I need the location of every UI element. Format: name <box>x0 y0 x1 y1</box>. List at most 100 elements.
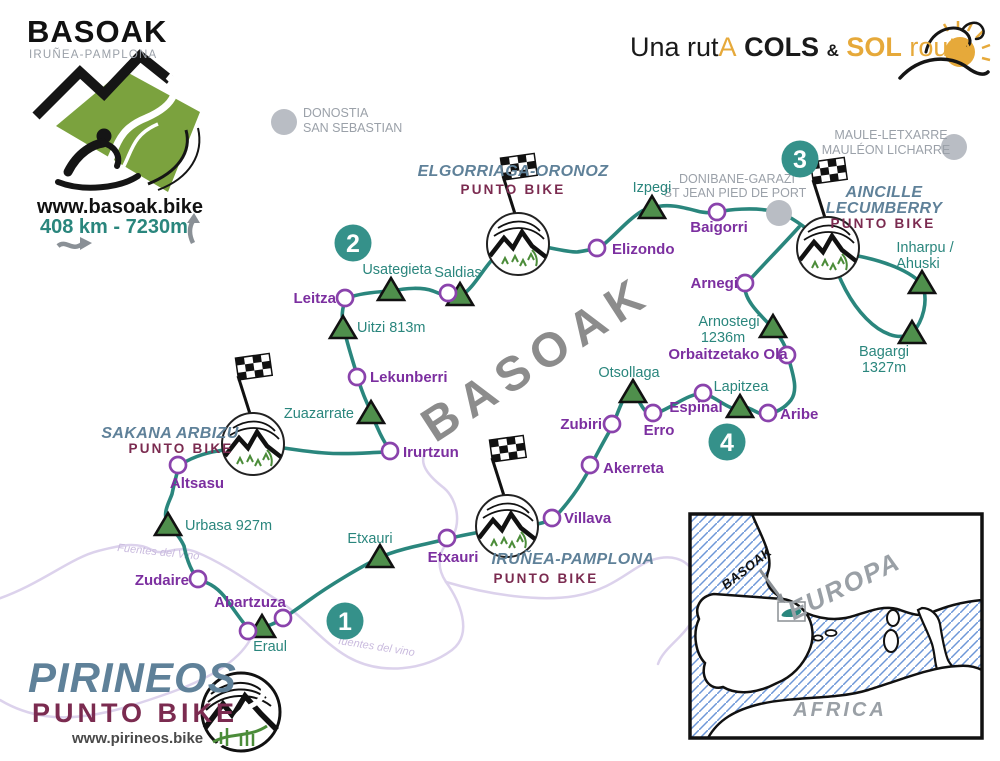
pirineos-logo-icon <box>200 671 282 753</box>
stats-arrows <box>56 213 200 250</box>
peak-label: Usategieta <box>362 262 432 278</box>
town-label: Altsasu <box>170 475 224 492</box>
peak-label: Ahuski <box>896 256 940 272</box>
peak-triangle-uitzi <box>328 314 358 340</box>
station-name-elgorriaga: ELGORRIAGA-ORONOZ <box>418 163 610 180</box>
flag-icon <box>487 433 528 501</box>
town-label: Erro <box>644 422 675 439</box>
town-circle-erro <box>643 403 663 423</box>
stats-arrow-up-head <box>187 213 200 223</box>
inset-island-corsica <box>886 609 900 627</box>
logo-road-line <box>83 73 179 195</box>
peak-label: Arnostegi <box>698 314 759 330</box>
tagline-a: A <box>718 32 737 62</box>
city-label: MAULÉON LICHARRE <box>822 142 951 157</box>
wine-route-south <box>0 634 254 719</box>
stage-3-number: 3 <box>793 146 807 174</box>
tagline-cols: COLS <box>736 32 827 62</box>
town-label: Akerreta <box>603 460 665 477</box>
town-label: Zudaire <box>135 572 189 589</box>
peak-label: 1236m <box>701 330 745 346</box>
pirineos-road-arc <box>210 682 262 695</box>
town-circle-irurtzun <box>380 441 400 461</box>
town-circle-leitza <box>335 288 355 308</box>
town-circle-etxauri <box>437 528 457 548</box>
stage-4-number: 4 <box>720 429 734 457</box>
city-label: SAN SEBASTIAN <box>303 121 402 135</box>
station-punto-label: PUNTO BIKE <box>128 441 233 456</box>
town-circle-aribe <box>758 403 778 423</box>
peak-label: Bagargi <box>859 344 909 360</box>
inset-basoak-frame <box>777 601 806 622</box>
inset-border <box>688 512 984 740</box>
peak-label: Etxauri <box>347 531 392 547</box>
station-name-irunea: IRUÑEA-PAMPLONA <box>491 548 654 568</box>
cyclist-head-loop <box>960 21 985 41</box>
station-name-sakana: SAKANA ARBIZU <box>101 425 238 442</box>
inset-arrowhead <box>776 593 785 603</box>
stats-arrow-curvy-head <box>80 237 92 250</box>
tagline: Una rutA COLS & SOL route <box>630 32 971 63</box>
punto-bike-logo-icon <box>487 213 549 275</box>
basoak-logo-subtitle: IRUÑEA-PAMPLONA <box>29 49 158 61</box>
pirineos-road-arc <box>205 694 272 711</box>
pirineos-trees <box>219 728 255 746</box>
peak-label: Inharpu / <box>896 240 954 256</box>
peak-label: Saldias <box>434 265 482 281</box>
town-label: Lekunberri <box>370 369 448 386</box>
station-punto-label: PUNTO BIKE <box>460 182 565 197</box>
city-label: ST JEAN PIED DE PORT <box>664 186 807 200</box>
peak-label: Otsollaga <box>598 365 660 381</box>
station-punto-label: PUNTO BIKE <box>830 216 935 231</box>
town-label: Baigorri <box>690 219 748 236</box>
city-dot-donostia <box>271 109 297 135</box>
peak-label: Uitzi 813m <box>357 320 426 336</box>
inset-basoak-area <box>781 608 802 617</box>
logo-swoosh-1 <box>147 129 189 186</box>
inset-arrow <box>758 569 782 598</box>
town-circle-lekunberri <box>347 367 367 387</box>
flag-icon <box>233 351 274 419</box>
peak-triangle-etxauri <box>365 543 395 569</box>
peak-label: Urbasa 927m <box>185 518 272 534</box>
peak-label: Lapitzea <box>714 379 770 395</box>
station-punto-label: PUNTO BIKE <box>493 571 598 586</box>
town-label: Aribe <box>780 406 818 423</box>
town-circle-akerreta <box>580 455 600 475</box>
station-name-lecumberry: LECUMBERRY <box>826 200 944 217</box>
inset-land-africa <box>705 664 984 740</box>
stage-2-number: 2 <box>346 230 360 258</box>
peak-triangle-urbasa <box>153 511 183 537</box>
wine-route-west <box>0 453 465 670</box>
town-label: Orbaitzetako Ola <box>668 346 788 363</box>
town-label: Irurtzun <box>403 444 459 461</box>
inset-island-sardinia <box>883 629 899 653</box>
city-label: MAULE-LETXARRE <box>834 128 947 142</box>
inset-island-balearic <box>812 634 824 642</box>
route-stage3-loop <box>829 250 927 339</box>
tagline-amp: & <box>826 41 839 60</box>
town-label: Villava <box>564 510 612 527</box>
logo-swoosh-2 <box>157 127 201 191</box>
stage-1-number: 1 <box>338 608 352 636</box>
inset-island-balearic <box>824 629 838 637</box>
pirineos-green-road <box>212 724 268 744</box>
cyclist-ground-swoosh <box>898 57 990 80</box>
peak-triangle-otsollaga <box>618 378 648 404</box>
town-circle-eraul <box>238 621 258 641</box>
logo-cyclist-wheel <box>55 173 141 191</box>
basoak-logo-url[interactable]: www.basoak.bike <box>37 196 203 218</box>
cyclist-sun-icon <box>898 21 991 80</box>
pirineos-url[interactable]: www.pirineos.bike <box>72 730 204 747</box>
peak-label: Eraul <box>253 639 287 655</box>
town-circle-saldias-base <box>438 283 458 303</box>
punto-bike-logo-icon <box>476 495 538 557</box>
stats-arrow-curvy <box>56 241 84 249</box>
basoak-logo-art <box>32 49 201 196</box>
town-circle-baigorri <box>707 202 727 222</box>
town-label: Abartzuza <box>214 594 286 611</box>
town-label: Etxauri <box>428 549 479 566</box>
pirineos-mountains <box>202 691 279 732</box>
inset-africa-label: AFRICA <box>792 699 887 721</box>
